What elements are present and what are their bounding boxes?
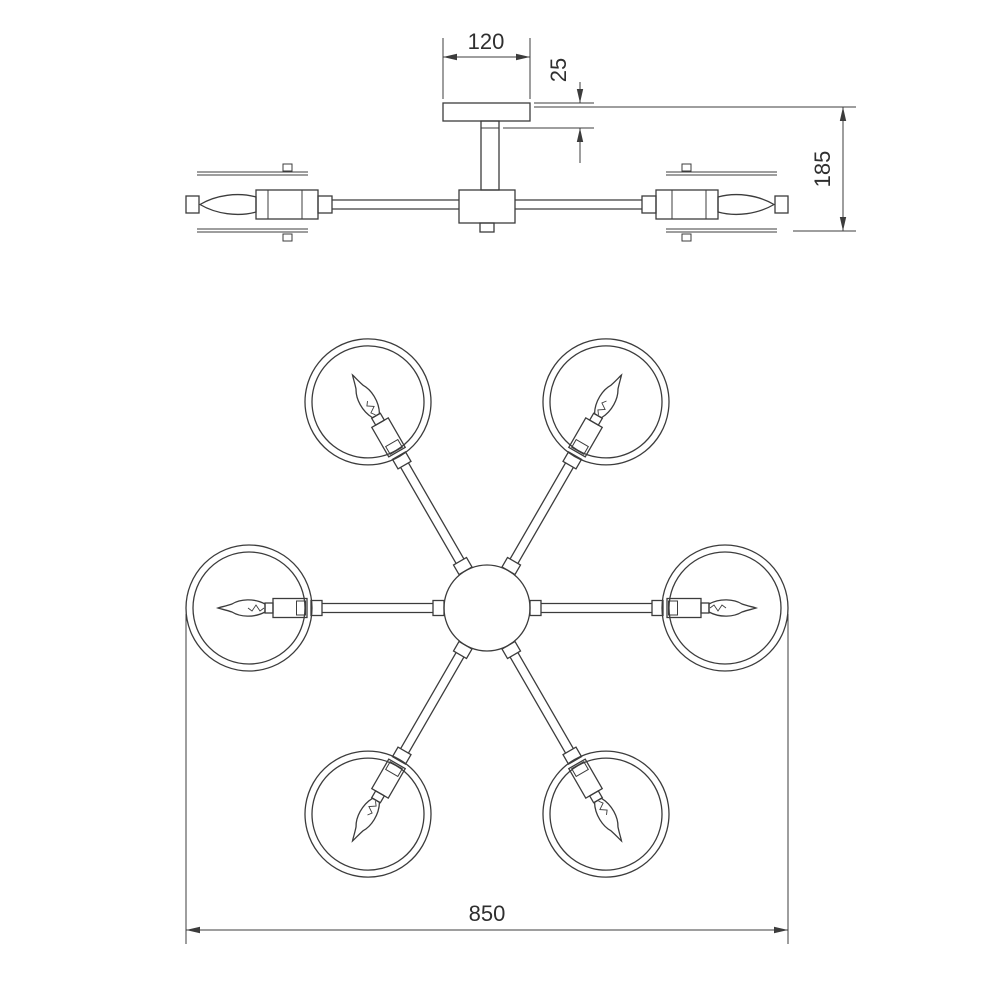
arrowhead-icon [576, 128, 584, 142]
dimension-label-plate-width: 120 [468, 29, 505, 54]
dimension-25: 25 [503, 58, 594, 163]
plan-view [185, 315, 789, 901]
chandelier-arm-lower-left [281, 613, 521, 901]
chandelier-arm-upper-left [281, 315, 521, 603]
arrowhead-icon [576, 89, 584, 103]
dimension-185: 185 [534, 106, 856, 232]
arrowhead-icon [839, 107, 847, 121]
shade-end-cap [774, 195, 789, 214]
left-arm-connector [317, 195, 333, 214]
ceiling-plate [442, 102, 531, 122]
arrowhead-icon [839, 217, 847, 231]
stem [480, 120, 500, 191]
socket-holder [655, 189, 719, 220]
center-body [458, 189, 516, 224]
center-body-tab [479, 222, 495, 233]
bulb-profile [717, 194, 776, 215]
arrowhead-icon [443, 53, 457, 61]
right-shade-profile [655, 163, 789, 242]
chandelier-arm-right [529, 544, 789, 672]
shade-clip [681, 163, 692, 172]
left-shade-profile [185, 163, 319, 242]
dimension-label-overall-diameter: 850 [469, 901, 506, 926]
shade-end-cap [185, 195, 200, 214]
hub-circle [443, 564, 531, 652]
shade-clip [282, 233, 293, 242]
side-view [185, 102, 789, 242]
dimension-label-total-height: 185 [810, 151, 835, 188]
chandelier-arm-upper-right [453, 315, 693, 603]
dimension-label-stem-offset: 25 [546, 58, 571, 82]
arrowhead-icon [516, 53, 530, 61]
arrowhead-icon [774, 926, 788, 934]
right-arm-connector [641, 195, 657, 214]
dimension-850: 850 [185, 614, 789, 944]
shade-clip [681, 233, 692, 242]
bulb-profile [198, 194, 257, 215]
chandelier-arm-lower-right [453, 613, 693, 901]
socket-holder [255, 189, 319, 220]
shade-clip [282, 163, 293, 172]
dimension-120: 120 [442, 29, 531, 99]
arrowhead-icon [186, 926, 200, 934]
chandelier-arm-left [185, 544, 445, 672]
